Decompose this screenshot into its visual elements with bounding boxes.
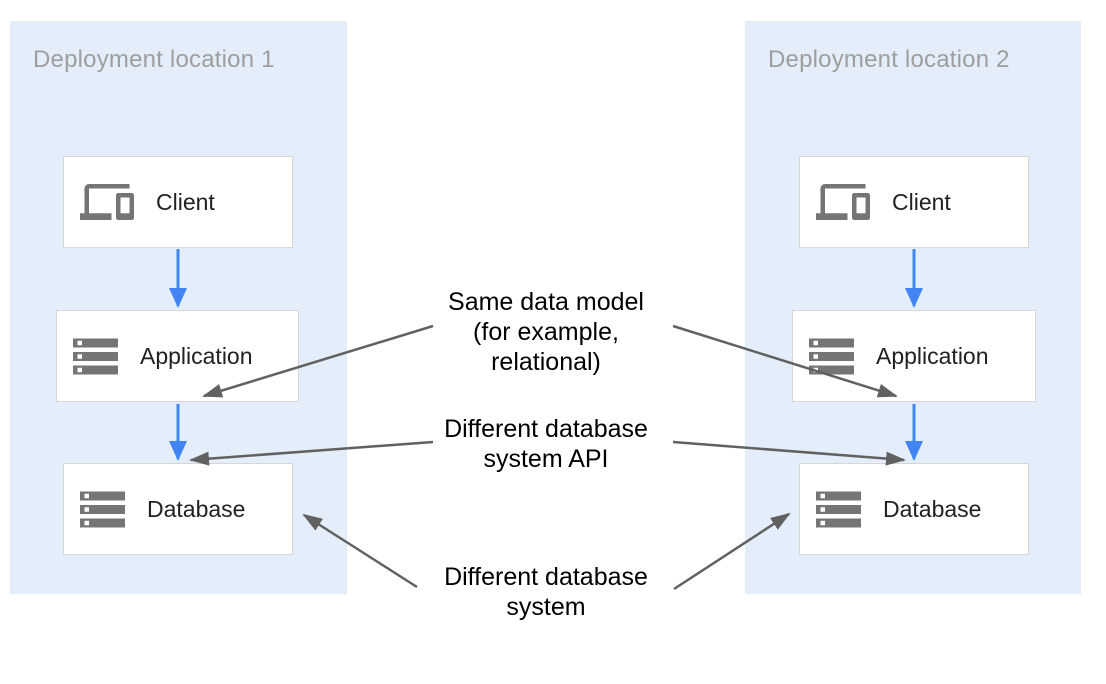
- node-application-1: Application: [56, 310, 299, 402]
- annotation-line: Same data model: [448, 288, 644, 316]
- devices-icon: [80, 183, 134, 221]
- node-label: Database: [883, 495, 982, 522]
- annotation-different-db-api: Different database system API: [411, 414, 681, 474]
- node-application-2: Application: [792, 310, 1036, 402]
- annotation-line: Different database: [444, 563, 648, 591]
- node-database-2: Database: [799, 463, 1029, 555]
- storage-icon: [816, 491, 861, 528]
- panel-1-title: Deployment location 1: [33, 46, 275, 73]
- annotation-line: system: [506, 593, 586, 621]
- storage-icon: [809, 338, 854, 375]
- node-database-1: Database: [63, 463, 293, 555]
- node-label: Client: [156, 188, 215, 215]
- annotation-line: Different database: [444, 415, 648, 443]
- devices-icon: [816, 183, 870, 221]
- panel-2-title: Deployment location 2: [768, 46, 1010, 73]
- annotation-different-db-system: Different database system: [411, 562, 681, 622]
- node-label: Database: [147, 495, 246, 522]
- node-label: Application: [876, 342, 989, 369]
- node-client-1: Client: [63, 156, 293, 248]
- annotation-line: relational): [491, 348, 601, 376]
- node-label: Application: [140, 342, 253, 369]
- annotation-line: system API: [483, 445, 609, 473]
- node-label: Client: [892, 188, 951, 215]
- storage-icon: [73, 338, 118, 375]
- annotation-line: (for example,: [473, 318, 619, 346]
- storage-icon: [80, 491, 125, 528]
- annotation-same-data-model: Same data model (for example, relational…: [411, 287, 681, 377]
- node-client-2: Client: [799, 156, 1029, 248]
